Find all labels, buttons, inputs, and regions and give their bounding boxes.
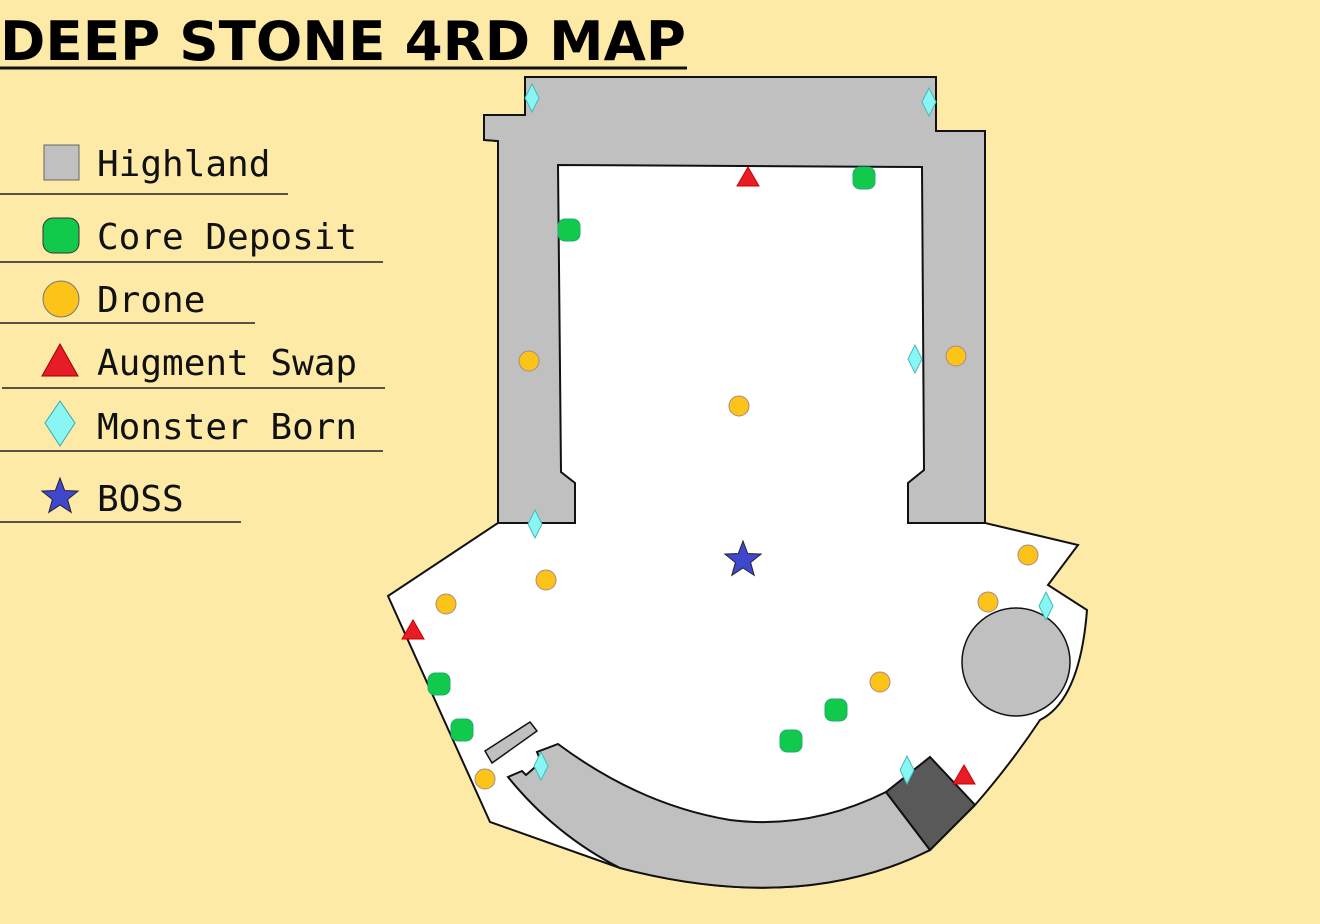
drone-marker (435, 593, 457, 615)
drone-marker (518, 350, 540, 372)
boss-marker (723, 539, 763, 577)
augment-swap-marker (952, 764, 976, 785)
monster-born-marker (527, 508, 543, 540)
monster-born-marker (899, 754, 915, 786)
monster-born-marker (921, 86, 937, 118)
legend: Highland Core Deposit Drone Augment Swap… (0, 144, 385, 523)
triangle-icon (41, 342, 79, 377)
core-deposit-marker (557, 218, 581, 242)
map-markers (401, 82, 1054, 790)
augment-swap-marker (736, 166, 760, 187)
legend-label: BOSS (97, 479, 184, 520)
legend-item-core-deposit: Core Deposit (0, 217, 383, 263)
core-deposit-marker (852, 166, 876, 190)
drone-marker (977, 591, 999, 613)
star-icon (40, 476, 80, 514)
circle-icon (42, 280, 80, 318)
highland-u-shape (483, 76, 986, 524)
monster-born-marker (533, 750, 549, 782)
map (386, 76, 1089, 889)
drone-marker (1017, 544, 1039, 566)
square-icon (43, 144, 80, 181)
legend-label: Augment Swap (97, 343, 357, 384)
legend-label: Monster Born (97, 407, 357, 448)
core-deposit-marker (450, 718, 474, 742)
drone-marker (474, 768, 496, 790)
highland-small-ledge (483, 720, 539, 765)
legend-label: Drone (97, 280, 205, 321)
highland-circle (961, 607, 1071, 717)
core-deposit-marker (779, 729, 803, 753)
augment-swap-marker (401, 619, 425, 640)
legend-label: Core Deposit (97, 217, 357, 258)
monster-born-marker (1038, 590, 1054, 622)
core-deposit-marker (427, 672, 451, 696)
legend-item-boss: BOSS (0, 476, 241, 523)
monster-born-marker (524, 82, 540, 114)
monster-born-marker (907, 343, 923, 375)
drone-marker (728, 395, 750, 417)
legend-label: Highland (97, 144, 270, 185)
diamond-icon (44, 400, 76, 447)
legend-item-monster-born: Monster Born (0, 400, 383, 452)
core-deposit-marker (824, 698, 848, 722)
rounded-square-icon (42, 217, 80, 254)
legend-item-highland: Highland (0, 144, 288, 195)
drone-marker (535, 569, 557, 591)
map-title: DEEP STONE 4RD MAP (0, 10, 686, 73)
legend-item-drone: Drone (0, 280, 255, 324)
drone-marker (869, 671, 891, 693)
drone-marker (945, 345, 967, 367)
legend-item-augment-swap: Augment Swap (2, 342, 385, 389)
